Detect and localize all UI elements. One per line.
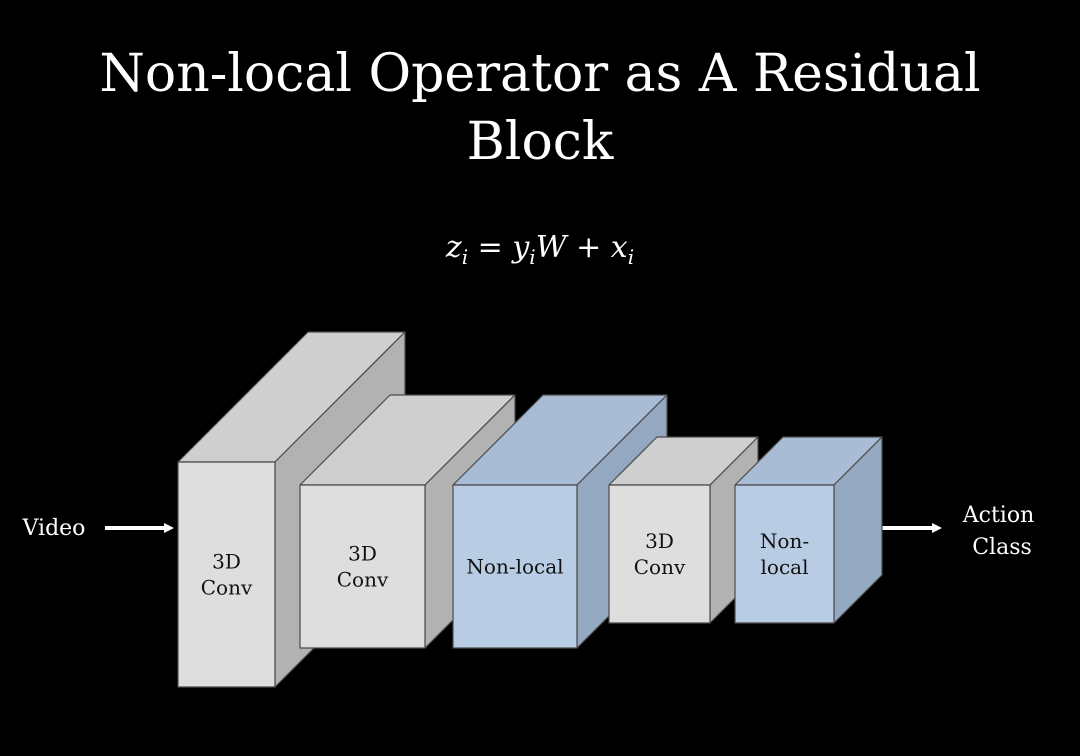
output-label-line-1: Action [962,503,1035,528]
block-label: Non-local [466,555,563,579]
formula-x: x [610,230,628,265]
formula-y-sub: i [529,245,536,269]
block-5-nonlocal: Non-local [734,436,883,624]
block-front-face [452,484,578,649]
block-label-line: 3D [348,542,377,566]
block-label-line: Conv [634,555,686,579]
block-front-face [734,484,835,624]
block-label-line: 3D [212,550,241,574]
block-label: Non-local [760,529,809,579]
input-label: Video [22,516,86,541]
slide-title: Non-local Operator as A Residual Block [99,44,981,172]
formula-plus: + [576,230,602,265]
block-front-face [299,484,426,649]
block-label-line: 3D [645,529,674,553]
block-label-line: Conv [337,568,389,592]
residual-formula: zi = yiW + xi [340,230,740,269]
formula-w: W [535,230,567,265]
output-label-line-2: Class [972,535,1032,560]
block-label-line: Non-local [466,555,563,579]
block-front-face [177,461,276,688]
formula-z-sub: i [461,245,469,269]
block-label-line: local [761,555,809,579]
formula-z: z [445,230,462,265]
block-front-face [608,484,711,624]
formula-x-sub: i [627,245,635,269]
block-label-line: Conv [201,576,253,600]
block-label-line: Non- [760,529,809,553]
formula-y: y [512,230,530,265]
output-label: Action Class [962,503,1042,560]
formula-equals: = [477,230,503,265]
